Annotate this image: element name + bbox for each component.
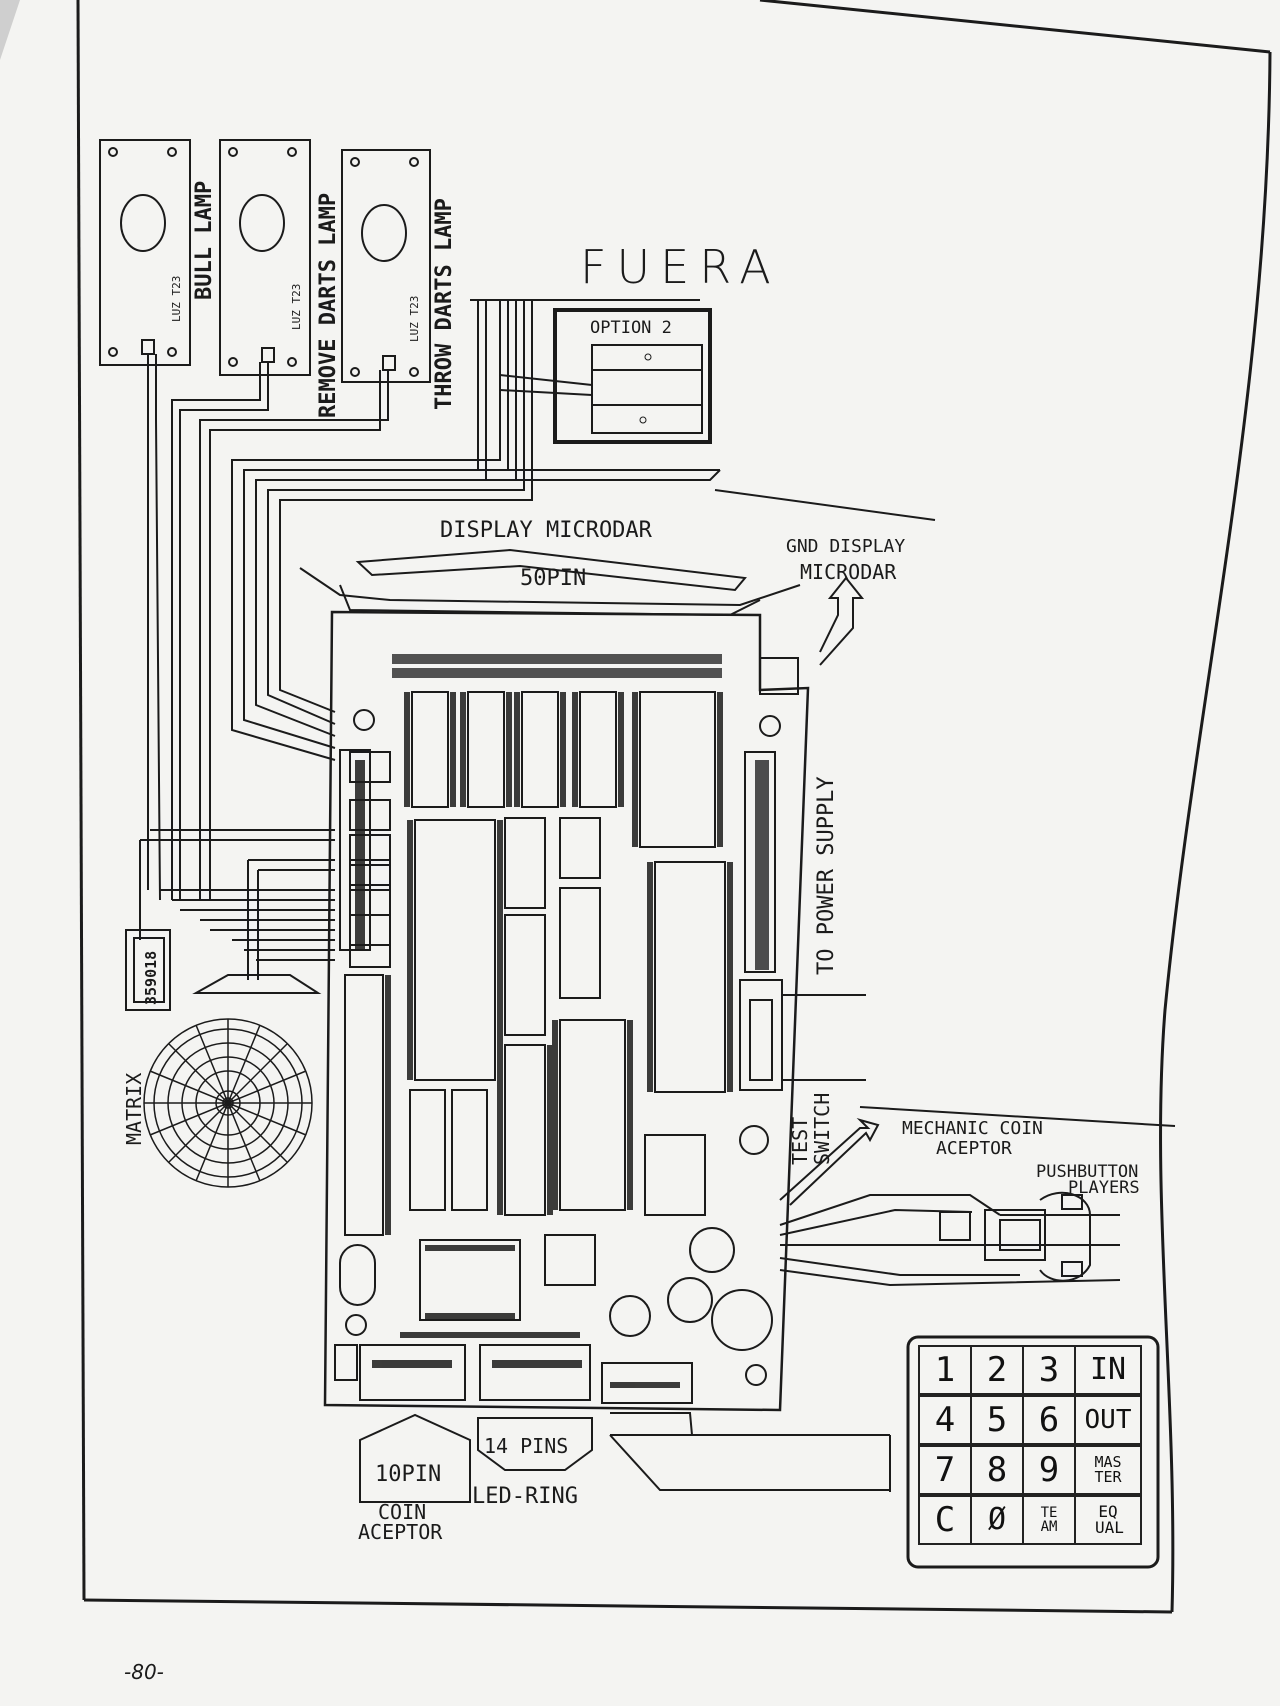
test-switch-label-1: TEST (788, 1116, 812, 1165)
pcb-side-connectors (349, 751, 391, 968)
remove-darts-lamp-label: REMOVE DARTS LAMP (316, 192, 341, 418)
test-switch-label-2: SWITCH (810, 1092, 834, 1165)
page-frame (76, 0, 1272, 1614)
key-in[interactable]: IN (1074, 1345, 1142, 1395)
lamp-plates (99, 139, 431, 383)
gnd-display-arrow (819, 576, 865, 666)
led-name-label: LED-RING (472, 1484, 578, 1509)
dartboard-matrix (143, 1018, 313, 1188)
key-5[interactable]: 5 (970, 1395, 1024, 1445)
gnd-display-label-1: GND DISPLAY (786, 536, 906, 557)
display-microdar-label: DISPLAY MICRODAR (440, 518, 652, 543)
key-team[interactable]: TE AM (1022, 1495, 1076, 1545)
key-out[interactable]: OUT (1074, 1395, 1142, 1445)
bottom-connector-arrows (359, 1413, 593, 1503)
pcb-chips (334, 657, 799, 1404)
remove-darts-lamp-sub: LUZ T23 (290, 283, 303, 330)
key-2[interactable]: 2 (970, 1345, 1024, 1395)
power-supply-label: TO POWER SUPPLY (814, 776, 839, 975)
throw-darts-lamp-label: THROW DARTS LAMP (432, 198, 457, 410)
pcb-header-pins (392, 654, 722, 678)
counter-value: 359018 (142, 950, 160, 1005)
matrix-label: MATRIX (122, 1072, 146, 1145)
pcb-capacitors (345, 709, 781, 1386)
pcb-board (323, 610, 810, 1412)
key-equal[interactable]: EQ UAL (1074, 1495, 1142, 1545)
pushbutton-label-1: PUSHBUTTON (1036, 1162, 1139, 1182)
page-number: -80- (124, 1660, 164, 1684)
keypad-wiring (609, 1335, 1160, 1569)
gnd-display-label-2: MICRODAR (800, 560, 897, 584)
handwritten-note: FUERA (580, 240, 781, 294)
display-50pin-label: 50PIN (520, 566, 587, 591)
mechanic-coin-label-1: MECHANIC COIN (902, 1118, 1043, 1139)
matrix-connector (192, 974, 322, 994)
key-6[interactable]: 6 (1022, 1395, 1076, 1445)
coin-pins-label: 10PIN (375, 1462, 442, 1487)
key-3[interactable]: 3 (1022, 1345, 1076, 1395)
right-wiring (779, 994, 1176, 1287)
key-0[interactable]: Ø (970, 1495, 1024, 1545)
counter-box (125, 929, 171, 1011)
coin-name-label-1: COIN (378, 1500, 427, 1524)
wiring-harness (139, 299, 936, 980)
key-9[interactable]: 9 (1022, 1445, 1076, 1495)
pcb-pin-rows (355, 692, 769, 1388)
bull-lamp-label: BULL LAMP (192, 180, 217, 300)
key-master[interactable]: MAS TER (1074, 1445, 1142, 1495)
key-c[interactable]: C (918, 1495, 972, 1545)
pushbutton-label-2: PLAYERS (1068, 1178, 1140, 1198)
key-8[interactable]: 8 (970, 1445, 1024, 1495)
option-2-label: OPTION 2 (590, 318, 672, 338)
mechanic-coin-label-2: ACEPTOR (936, 1138, 1012, 1159)
coin-name-label-2: ACEPTOR (358, 1520, 443, 1544)
bull-lamp-sub: LUZ T23 (170, 275, 183, 322)
key-4[interactable]: 4 (918, 1395, 972, 1445)
led-pins-label: 14 PINS (484, 1434, 569, 1458)
keypad: 1 2 3 IN 4 5 6 OUT 7 8 9 MAS TER C Ø TE … (918, 1345, 1150, 1559)
throw-darts-lamp-sub: LUZ T23 (408, 295, 421, 342)
option-2-box (499, 308, 712, 444)
key-1[interactable]: 1 (918, 1345, 972, 1395)
key-7[interactable]: 7 (918, 1445, 972, 1495)
